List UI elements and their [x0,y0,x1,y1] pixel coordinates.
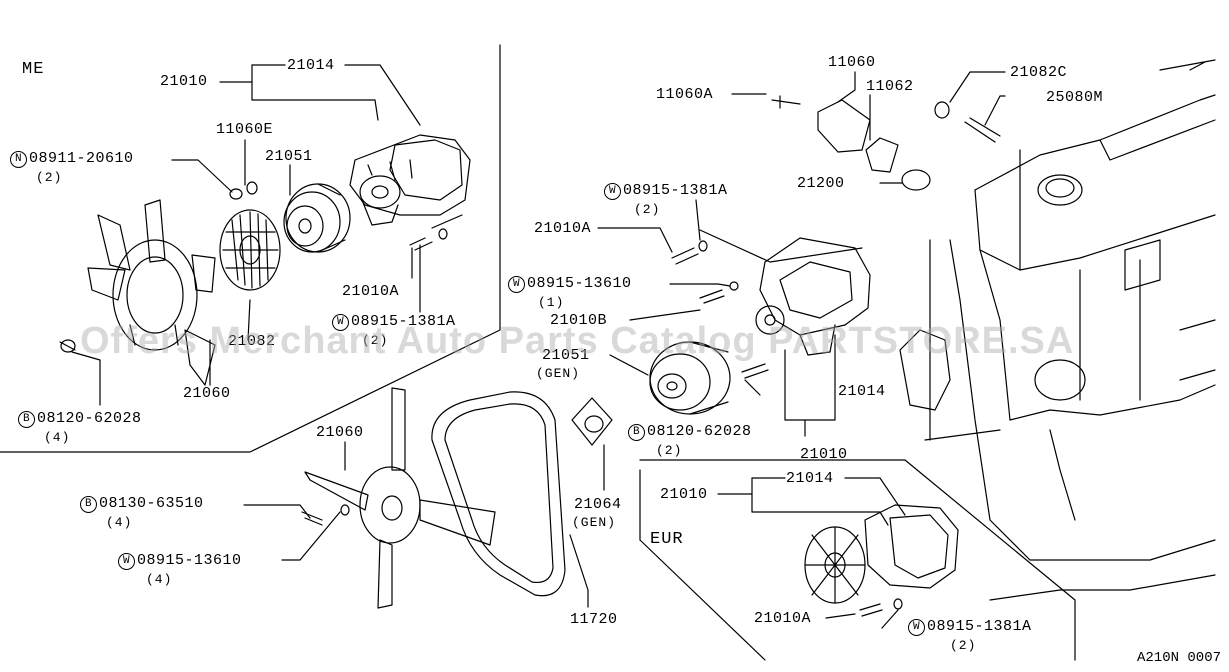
part-label: 21051 [542,347,590,364]
part-label: 11720 [570,611,618,628]
me-leaders [71,64,463,406]
center-fan [304,387,496,609]
w-symbol: W [332,314,349,331]
w-symbol: W [908,619,925,636]
w-symbol: W [604,183,621,200]
part-label: 21051 [265,148,313,165]
right-water-pump [755,237,871,356]
part-qty: (1) [538,295,565,310]
part-label: 21010B [550,312,608,329]
part-qty: (4) [106,515,133,530]
part-label: 21082 [228,333,276,350]
me-pulley [283,183,351,253]
figure-code: A210N 0007 [1136,650,1221,666]
region-me-label: ME [22,60,45,79]
section-dividers [0,44,1076,661]
part-qty: (2) [634,202,661,217]
thermostat-housing [731,71,1006,191]
eur-water-pump [804,504,959,604]
center-fasteners [301,504,350,526]
me-small-parts [59,181,448,353]
b-symbol: B [18,411,35,428]
b-symbol: B [628,424,645,441]
me-fan [87,199,216,386]
part-label: 21014 [287,57,335,74]
part-label: 21010A [534,220,592,237]
part-label: 21010 [800,446,848,463]
part-label: 21200 [797,175,845,192]
part-label: 21014 [838,383,886,400]
part-sub: (GEN) [536,366,581,381]
part-label: 25080M [1046,89,1104,106]
w-symbol: W [118,553,135,570]
watermark: Offers Merchant Auto Parts Catalog PARTS… [80,320,1075,362]
center-leaders [243,441,605,608]
part-label: 11060E [216,121,274,138]
part-label: 21060 [316,424,364,441]
part-sub: (GEN) [572,515,617,530]
eur-fasteners [859,598,903,617]
eur-leaders [717,477,906,629]
me-water-pump [349,134,471,226]
part-label: 21082C [1010,64,1068,81]
right-leaders [597,199,863,437]
me-fan-clutch [219,209,281,291]
part-label: 11062 [866,78,914,95]
region-eur-label: EUR [650,530,684,549]
part-label: 21010A [342,283,400,300]
right-pulley [649,341,731,415]
part-qty: (2) [362,333,389,348]
part-label: 11060 [828,54,876,71]
b-symbol: B [80,496,97,513]
part-label: 11060A [656,86,714,103]
w-symbol: W [508,276,525,293]
v-belt [431,391,566,597]
part-label: 21010 [160,73,208,90]
part-qty: (4) [44,430,71,445]
part-label: 21060 [183,385,231,402]
part-qty: (4) [146,572,173,587]
part-label: 21010A [754,610,812,627]
n-symbol: N [10,151,27,168]
part-label: 21014 [786,470,834,487]
part-qty: (2) [656,443,683,458]
part-qty: (2) [950,638,977,653]
part-qty: (2) [36,170,63,185]
gen-pulley [571,397,613,446]
engine-block [899,59,1216,601]
part-label: 21010 [660,486,708,503]
part-label: 21064 [574,496,622,513]
